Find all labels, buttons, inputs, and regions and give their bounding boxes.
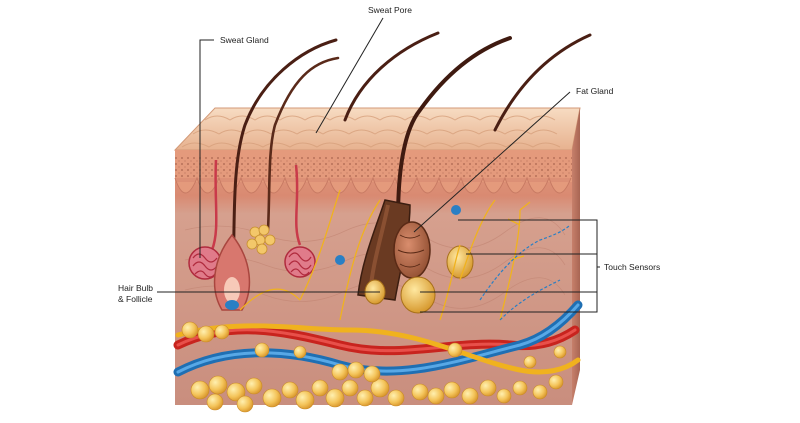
hair-follicle [213, 233, 251, 311]
leader-line-touch-sensors [420, 219, 598, 313]
small-gland-cluster [246, 224, 276, 255]
label-sweat-pore: Sweat Pore [368, 5, 412, 15]
touch-sensor-corpuscle [400, 276, 436, 314]
label-sweat-gland: Sweat Gland [220, 35, 269, 45]
touch-sensor-ending [451, 205, 461, 215]
blood-vessels [173, 300, 583, 377]
label-follicle: & Follicle [118, 294, 153, 304]
epidermis-texture [175, 156, 572, 178]
label-fat-gland: Fat Gland [576, 86, 614, 96]
sweat-gland-coil [284, 246, 316, 278]
leader-lines [157, 17, 600, 313]
fat-gland [393, 221, 431, 279]
central-follicle [357, 199, 431, 301]
label-touch-sensors: Touch Sensors [604, 262, 660, 272]
dermal-papillae [175, 178, 572, 193]
hair-strand [396, 36, 512, 222]
label-hair-bulb: Hair Bulb [118, 283, 153, 293]
hair-strand [493, 33, 592, 132]
leader-line-fat-gland [413, 91, 571, 233]
leader-line-sweat-gland [199, 39, 214, 258]
diagram-labels: Sweat Pore Sweat Gland Fat Gland Touch S… [118, 5, 660, 304]
hair-strand [266, 56, 340, 232]
touch-sensor-corpuscle [446, 245, 474, 279]
nerve [175, 323, 581, 375]
hair-strand [343, 31, 440, 122]
hair-bulb [225, 300, 239, 310]
subcutaneous-fat [181, 321, 567, 413]
surface-cells [181, 115, 561, 148]
vein-branches [479, 224, 571, 321]
hairs [230, 31, 592, 307]
touch-sensor-ending [335, 255, 345, 265]
leader-line-sweat-pore [315, 17, 384, 134]
sweat-glands [188, 159, 316, 280]
